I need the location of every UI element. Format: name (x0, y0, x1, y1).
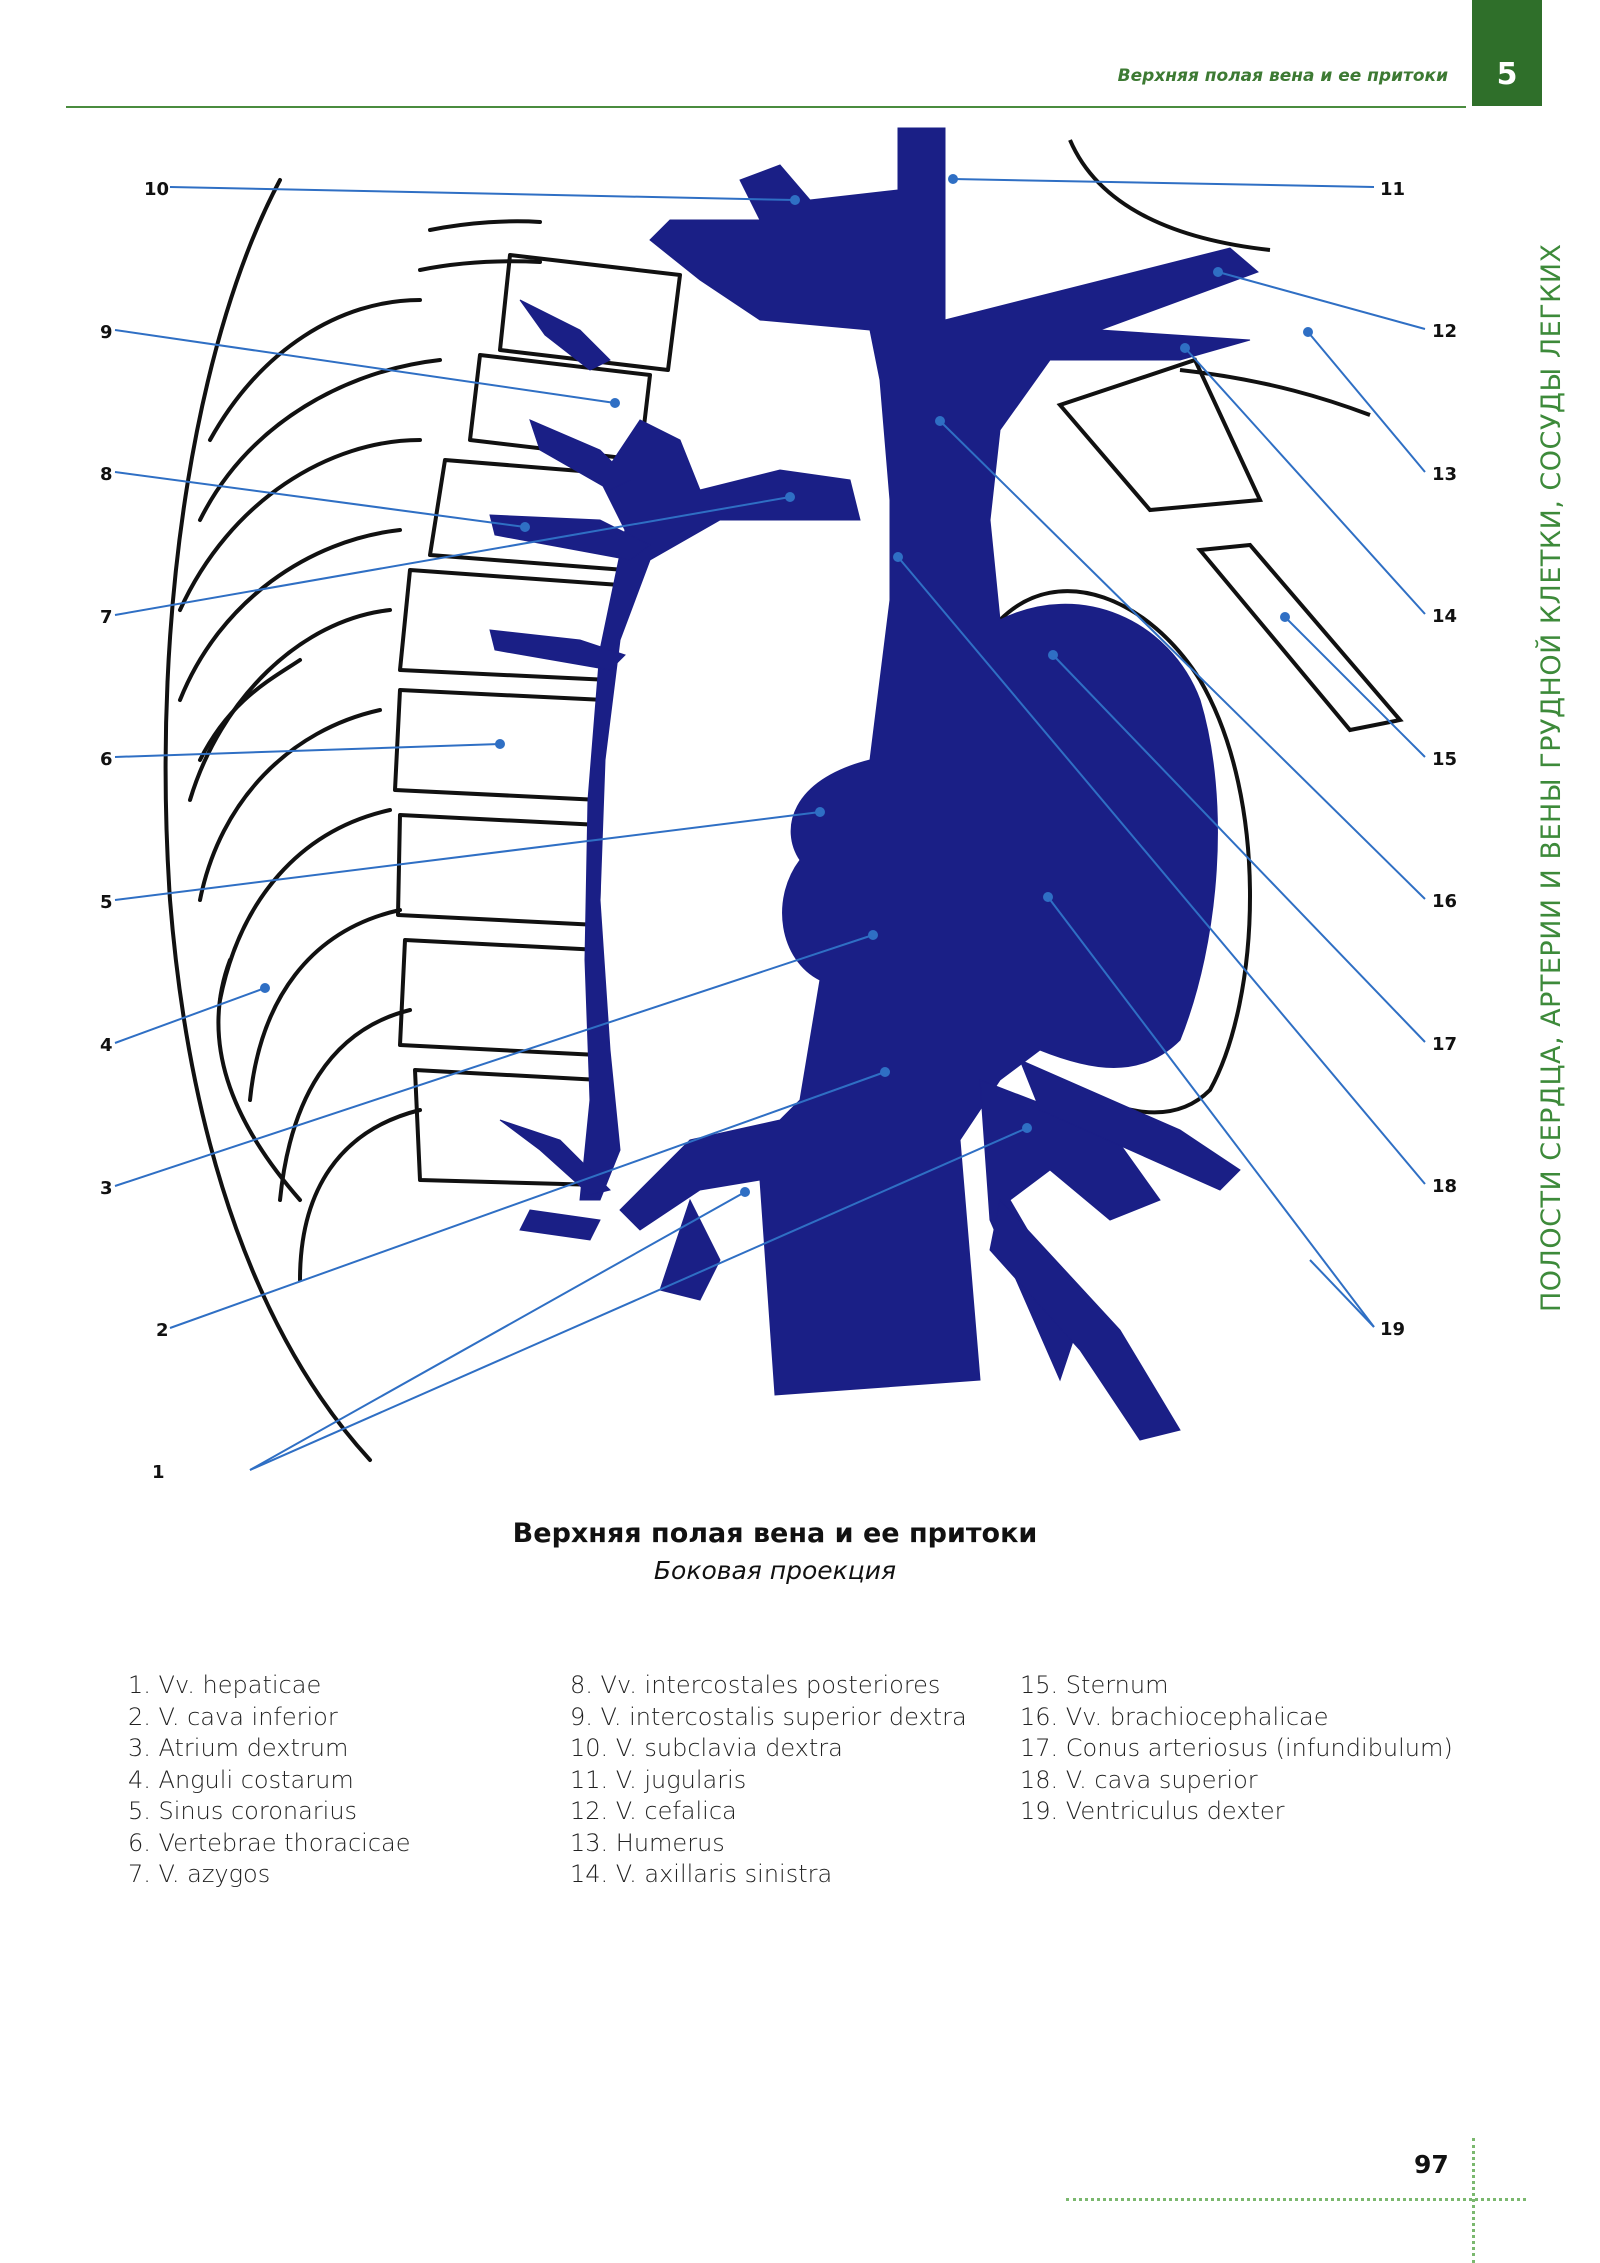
label-18: 18 (1432, 1176, 1457, 1197)
label-4: 4 (100, 1035, 113, 1056)
legend-item: 2. V. cava inferior (128, 1702, 338, 1731)
label-11: 11 (1380, 179, 1405, 200)
label-12: 12 (1432, 321, 1457, 342)
legend-item: 19. Ventriculus dexter (1020, 1797, 1285, 1825)
label-16: 16 (1432, 891, 1457, 912)
header-rule (66, 106, 1466, 108)
chapter-number-tab: 5 (1472, 0, 1542, 106)
legend-item: 18. V. cava superior (1020, 1765, 1258, 1794)
legend-item: 15. Sternum (1020, 1671, 1169, 1699)
footer-dotted-vertical (1472, 2138, 1475, 2263)
humerus-outline (1056, 139, 1404, 733)
legend-item: 16. Vv. brachiocephalicae (1020, 1702, 1329, 1731)
label-17: 17 (1432, 1034, 1457, 1055)
label-19: 19 (1380, 1319, 1405, 1340)
legend-item: 3. Atrium dextrum (128, 1734, 349, 1762)
legend-column-2: 8. Vv. intercostales posteriores 9. V. i… (570, 1670, 967, 1891)
ribcage-outline (163, 178, 542, 1462)
label-7: 7 (100, 607, 113, 628)
label-14: 14 (1432, 606, 1457, 627)
label-3: 3 (100, 1178, 113, 1199)
label-5: 5 (100, 892, 113, 913)
heart-outline (998, 589, 1252, 1115)
figure-number-labels: 1 2 3 4 5 6 7 8 9 10 11 12 13 14 15 16 1… (100, 179, 1457, 1483)
legend-item: 17. Conus arteriosus (infundibulum) (1020, 1734, 1453, 1762)
label-8: 8 (100, 464, 113, 485)
legend-item: 7. V. azygos (128, 1860, 271, 1888)
legend-item: 5. Sinus coronarius (128, 1797, 358, 1825)
anatomical-figure: 1 2 3 4 5 6 7 8 9 10 11 12 13 14 15 16 1… (100, 127, 1457, 1483)
page-number: 97 (1414, 2150, 1449, 2179)
label-10: 10 (144, 179, 169, 200)
label-1: 1 (152, 1462, 165, 1483)
running-title: Верхняя полая вена и ее притоки (1117, 66, 1448, 86)
legend-item: 6. Vertebrae thoracicae (128, 1828, 411, 1857)
venous-system (489, 127, 1259, 1441)
figure-caption-title: Верхняя полая вена и ее притоки (512, 1518, 1038, 1549)
legend-item: 1. Vv. hepaticae (128, 1671, 322, 1699)
legend-item: 9. V. intercostalis superior dextra (570, 1702, 967, 1731)
footer-dotted-rule (1066, 2198, 1526, 2201)
label-2: 2 (156, 1320, 169, 1341)
legend-item: 14. V. axillaris sinistra (570, 1860, 833, 1888)
figure-caption-subtitle: Боковая проекция (653, 1556, 897, 1585)
legend-column-3: 15. Sternum 16. Vv. brachiocephalicae 17… (1020, 1670, 1453, 1828)
label-13: 13 (1432, 464, 1457, 485)
label-15: 15 (1432, 749, 1457, 770)
legend-item: 12. V. cefalica (570, 1797, 737, 1825)
legend-item: 4. Anguli costarum (128, 1765, 354, 1794)
legend-item: 13. Humerus (570, 1828, 725, 1857)
label-6: 6 (100, 749, 113, 770)
legend-item: 11. V. jugularis (570, 1765, 747, 1794)
legend-item: 8. Vv. intercostales posteriores (570, 1671, 941, 1699)
legend-column-1: 1. Vv. hepaticae 2. V. cava inferior 3. … (128, 1670, 411, 1891)
legend-item: 10. V. subclavia dextra (570, 1734, 843, 1762)
label-9: 9 (100, 322, 113, 343)
leader-lines (114, 174, 1426, 1471)
